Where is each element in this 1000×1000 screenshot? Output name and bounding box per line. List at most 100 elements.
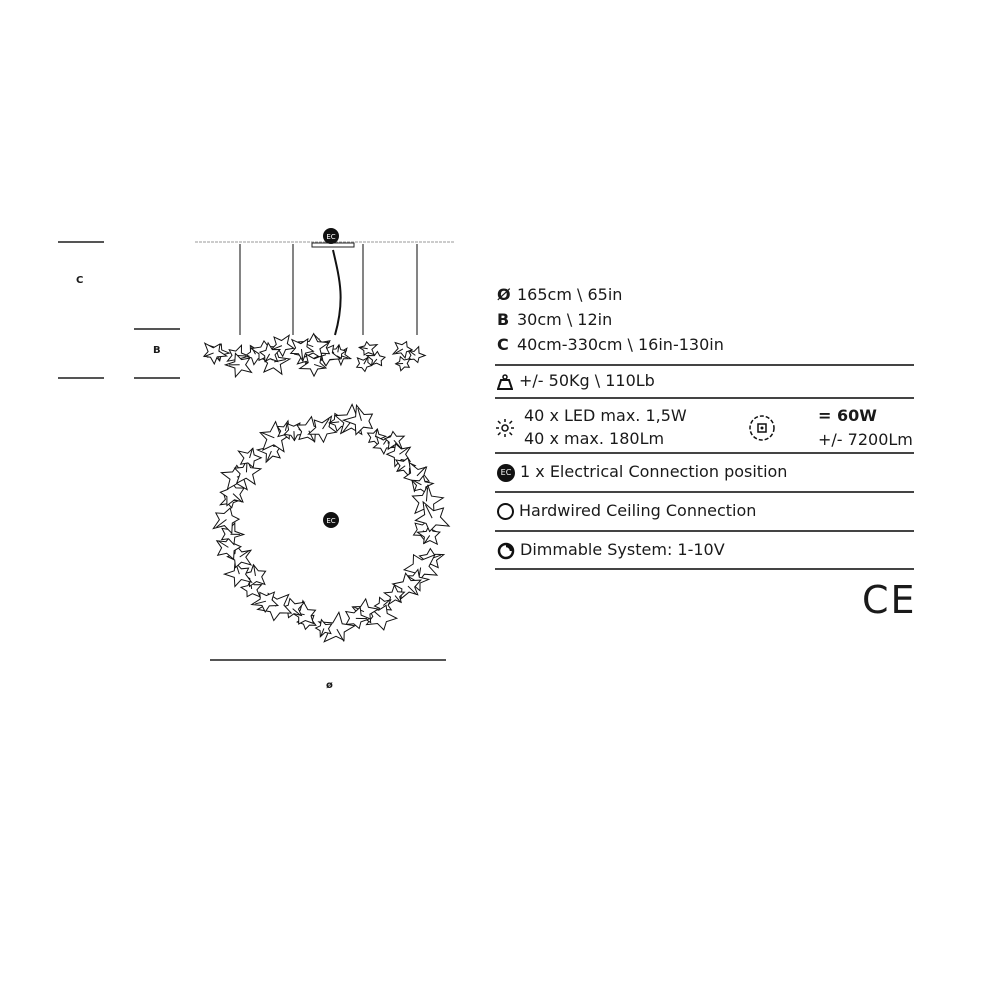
spec-diameter: Ø 165cm \ 65in xyxy=(497,285,622,305)
ec-badge-center-text: EC xyxy=(326,517,335,525)
leaf-vein xyxy=(423,535,431,544)
leaf-vein xyxy=(322,418,330,430)
light-sun-icon xyxy=(496,419,514,437)
leaf-vein xyxy=(300,348,304,360)
maple-leaf xyxy=(256,592,293,622)
spec-hardwired: Hardwired Ceiling Connection xyxy=(497,501,756,521)
leaf-vein xyxy=(374,428,378,438)
top-view-leaves xyxy=(212,403,451,643)
dim-diameter-label: ø xyxy=(326,680,333,691)
divider xyxy=(495,491,914,493)
dim-c-label: C xyxy=(76,275,84,286)
maple-leaf xyxy=(317,611,357,643)
maple-leaf xyxy=(344,606,372,630)
maple-leaf xyxy=(410,474,435,494)
leaf-vein xyxy=(357,407,362,421)
dim-b-top-line xyxy=(134,328,180,330)
leaf-vein xyxy=(313,363,325,369)
leaf-vein xyxy=(320,628,325,637)
spec-c: C 40cm-330cm \ 16in-130in xyxy=(497,335,724,355)
maple-leaf xyxy=(222,560,253,588)
maple-leaf xyxy=(407,345,427,364)
spec-weight: +/- 50Kg \ 110Lb xyxy=(497,371,655,391)
diameter-value: 165cm \ 65in xyxy=(517,285,623,304)
leaf-vein xyxy=(360,346,368,350)
divider xyxy=(495,530,914,532)
total-power: = 60W xyxy=(818,406,877,425)
maple-leaf xyxy=(255,438,282,464)
maple-leaf xyxy=(365,350,387,367)
leaf-vein xyxy=(239,550,249,558)
leaf-vein xyxy=(261,432,275,439)
maple-leaf xyxy=(414,500,451,533)
leaf-vein xyxy=(397,465,406,472)
leaf-vein xyxy=(382,599,391,606)
maple-leaf xyxy=(357,340,379,356)
leaf-vein xyxy=(425,487,429,502)
leaf-vein xyxy=(408,350,416,356)
led-line1: 40 x LED max. 1,5W xyxy=(524,406,687,425)
leaf-vein xyxy=(272,345,283,350)
b-symbol: B xyxy=(497,310,510,329)
leaf-vein xyxy=(393,439,401,448)
ec-badge-side-text: EC xyxy=(326,233,335,241)
electrical-value: 1 x Electrical Connection position xyxy=(520,462,788,481)
maple-leaf xyxy=(259,420,294,453)
maple-leaf xyxy=(258,341,282,363)
dim-diameter-line xyxy=(210,659,446,661)
leaf-vein xyxy=(216,519,227,528)
leaf-vein xyxy=(337,344,340,353)
leaf-vein xyxy=(399,447,409,455)
leaf-vein xyxy=(407,585,417,595)
spec-b: B 30cm \ 12in xyxy=(497,310,612,330)
c-symbol: C xyxy=(497,335,509,354)
dimmable-value: Dimmable System: 1-10V xyxy=(520,540,725,559)
maple-leaf xyxy=(314,618,333,638)
power-cable xyxy=(332,249,342,336)
b-value: 30cm \ 12in xyxy=(517,310,613,329)
ec-badge-side xyxy=(323,228,339,244)
maple-leaf xyxy=(202,342,229,366)
leaf-vein xyxy=(253,564,256,576)
maple-leaf xyxy=(355,356,373,373)
dim-b-bottom-line xyxy=(134,377,180,379)
spec-electrical: EC 1 x Electrical Connection position xyxy=(497,462,787,482)
divider xyxy=(495,364,914,366)
maple-leaf xyxy=(219,479,245,507)
leaf-vein xyxy=(255,600,267,605)
leaf-vein xyxy=(425,504,433,519)
leaf-vein xyxy=(413,480,422,486)
leaf-vein xyxy=(395,348,404,354)
hardwired-value: Hardwired Ceiling Connection xyxy=(519,501,757,520)
spec-dimmable: Dimmable System: 1-10V xyxy=(497,540,725,560)
c-value: 40cm-330cm \ 16in-130in xyxy=(517,335,724,354)
led-module-icon xyxy=(749,415,775,441)
ce-mark: CE xyxy=(862,578,917,622)
divider xyxy=(495,397,914,399)
leaf-vein xyxy=(416,466,427,477)
dim-c-bottom-line xyxy=(58,377,104,379)
dim-b-label: B xyxy=(153,345,161,356)
hardwired-circle-icon xyxy=(497,503,514,520)
dimmer-icon xyxy=(497,542,515,559)
diameter-symbol: Ø xyxy=(497,285,511,304)
leaf-vein xyxy=(394,595,401,603)
leaf-vein xyxy=(203,352,214,358)
maple-leaf xyxy=(279,597,306,619)
leaf-vein xyxy=(329,421,340,424)
divider xyxy=(495,452,914,454)
weight-icon xyxy=(497,373,513,390)
leaf-vein xyxy=(336,628,345,642)
leaf-vein xyxy=(363,356,369,365)
weight-value: +/- 50Kg \ 110Lb xyxy=(519,371,655,390)
maple-leaf xyxy=(382,583,406,606)
maple-leaf xyxy=(341,403,374,436)
maple-leaf xyxy=(233,458,263,486)
ec-icon: EC xyxy=(497,463,515,482)
divider xyxy=(495,568,914,570)
leaf-vein xyxy=(292,608,301,616)
leaf-vein xyxy=(340,355,349,359)
leaf-vein xyxy=(217,540,229,548)
led-line2: 40 x max. 180Lm xyxy=(524,429,665,448)
